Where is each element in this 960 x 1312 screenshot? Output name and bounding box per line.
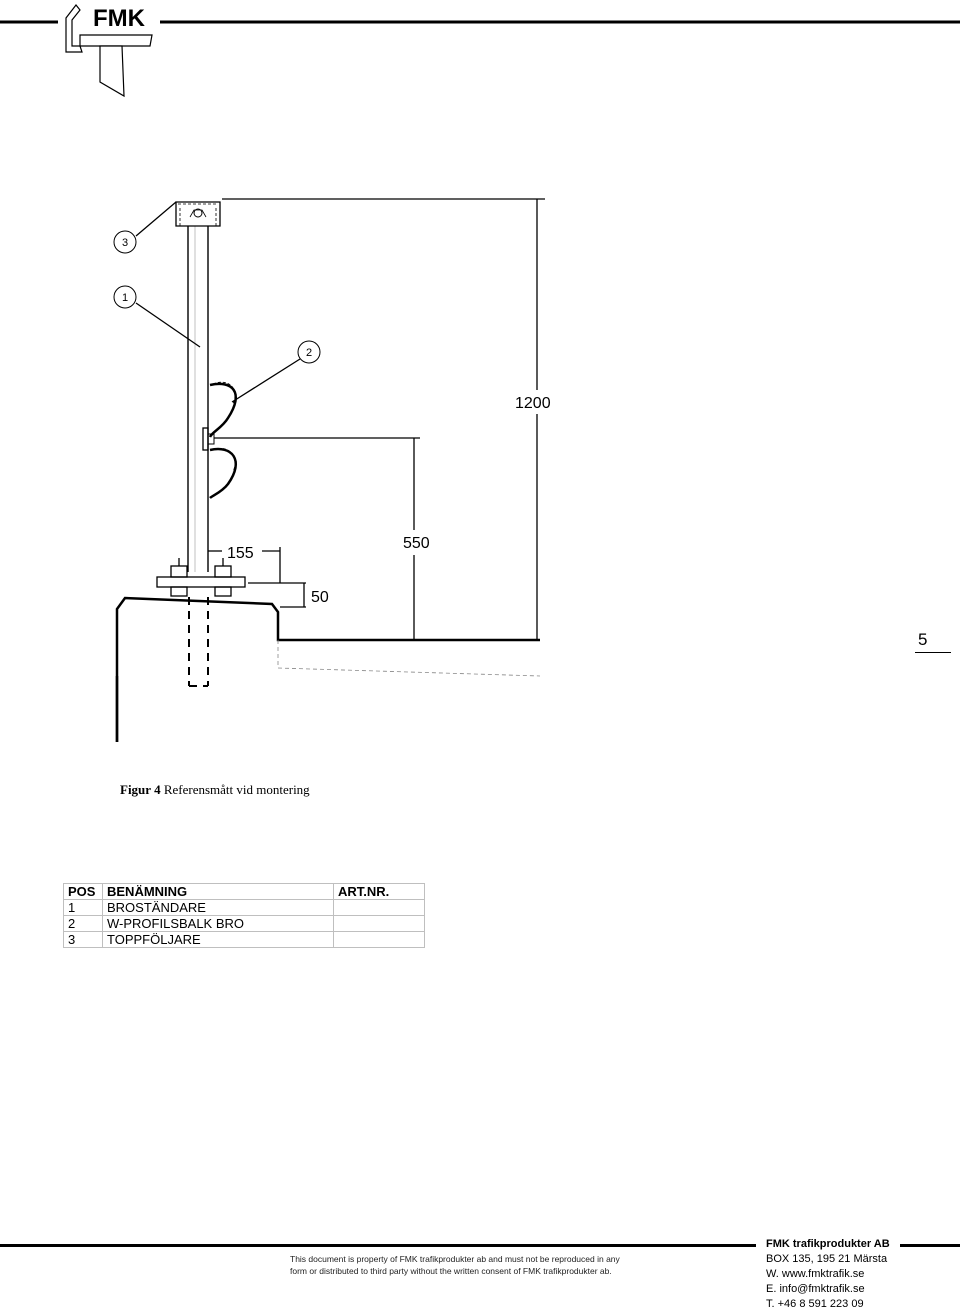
svg-text:2: 2 xyxy=(306,347,312,359)
fmk-logo: FMK xyxy=(65,4,153,98)
page-number: 5 xyxy=(918,630,928,649)
base-plate xyxy=(156,558,246,597)
parts-table-header: POS BENÄMNING ART.NR. xyxy=(63,883,425,900)
dimension-lines xyxy=(208,198,545,641)
figure-text: Referensmått vid montering xyxy=(163,782,310,797)
header-graphic: FMK xyxy=(0,4,960,98)
page-number-rule xyxy=(915,652,951,653)
cell-pos: 3 xyxy=(63,931,103,948)
table-row: 2 W-PROFILSBALK BRO xyxy=(63,915,425,932)
cell-art xyxy=(333,931,425,948)
table-row: 3 TOPPFÖLJARE xyxy=(63,931,425,948)
company-phone: T. +46 8 591 223 09 xyxy=(766,1298,864,1310)
cell-pos: 1 xyxy=(63,899,103,916)
cell-art xyxy=(333,915,425,932)
cell-art xyxy=(333,899,425,916)
dim-155: 155 xyxy=(227,545,254,562)
cell-name: BROSTÄNDARE xyxy=(102,899,334,916)
company-email: E. info@fmktrafik.se xyxy=(766,1283,865,1295)
figure-label: Figur 4 xyxy=(120,782,161,797)
dim-550: 550 xyxy=(403,535,430,552)
balloon-2: 2 xyxy=(297,340,321,364)
header-benamning: BENÄMNING xyxy=(102,883,334,900)
company-name: FMK trafikprodukter AB xyxy=(766,1238,890,1250)
dim-1200: 1200 xyxy=(515,395,551,412)
balloon-3: 3 xyxy=(113,230,137,254)
figure-caption: Figur 4 Referensmått vid montering xyxy=(120,782,310,798)
footer-disclaimer: This document is property of FMK trafikp… xyxy=(290,1253,620,1277)
balloon-1: 1 xyxy=(113,285,137,309)
anchor-bolts xyxy=(188,597,209,687)
svg-text:1: 1 xyxy=(122,292,128,304)
footer-rule-right xyxy=(900,1244,960,1247)
dim-50: 50 xyxy=(311,589,329,606)
reference-drawing: 1200 550 155 50 3 1 2 xyxy=(113,198,551,742)
w-beam xyxy=(202,381,238,499)
disclaimer-line-1: This document is property of FMK trafikp… xyxy=(290,1254,620,1264)
parts-table: POS BENÄMNING ART.NR. 1 BROSTÄNDARE 2 W-… xyxy=(63,883,425,948)
company-address: BOX 135, 195 21 Märsta xyxy=(766,1253,888,1265)
top-follower xyxy=(175,201,221,227)
cell-name: W-PROFILSBALK BRO xyxy=(102,915,334,932)
balloon-leaders xyxy=(135,201,301,403)
svg-text:3: 3 xyxy=(122,237,128,249)
cell-pos: 2 xyxy=(63,915,103,932)
header-artnr: ART.NR. xyxy=(333,883,425,900)
post-broststandare xyxy=(187,226,209,572)
header-pos: POS xyxy=(63,883,103,900)
table-row: 1 BROSTÄNDARE xyxy=(63,899,425,916)
logo-text: FMK xyxy=(93,5,146,32)
disclaimer-line-2: form or distributed to third party witho… xyxy=(290,1266,612,1276)
bridge-curb xyxy=(115,596,541,742)
cell-name: TOPPFÖLJARE xyxy=(102,931,334,948)
company-web: W. www.fmktrafik.se xyxy=(766,1268,865,1280)
footer-rule-left xyxy=(0,1244,756,1247)
